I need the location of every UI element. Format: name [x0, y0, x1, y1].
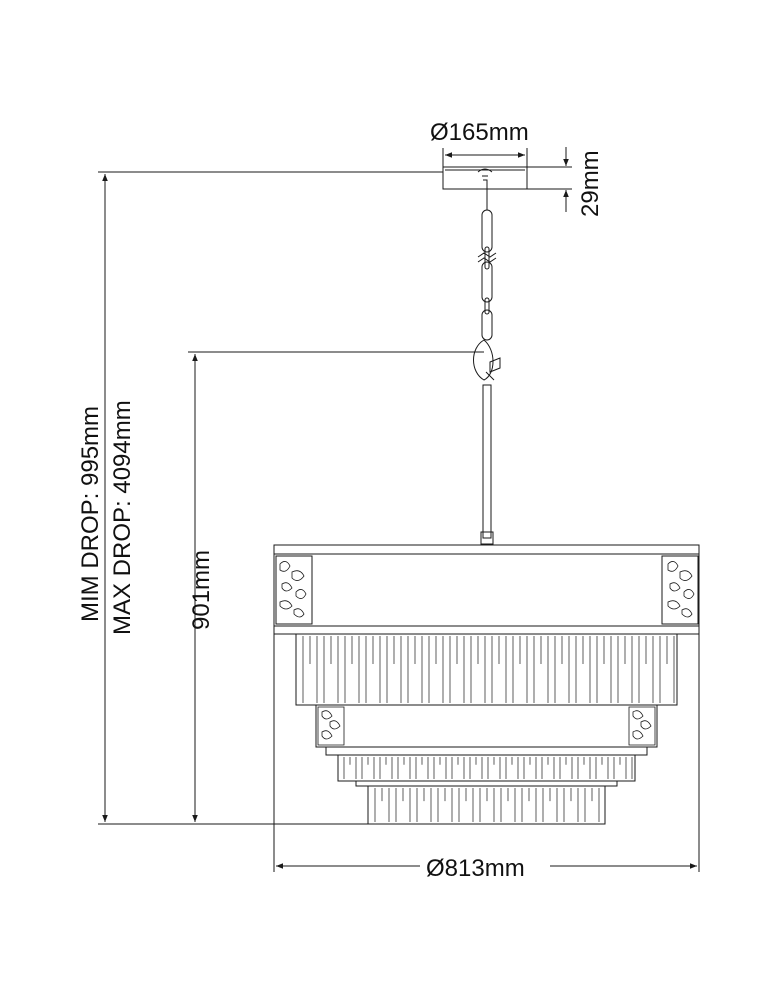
body-diameter-label-bg	[420, 850, 550, 880]
tier-2-shade	[315, 704, 658, 748]
body-height-dimension: 901mm	[188, 351, 484, 822]
tier-2-drum	[315, 704, 658, 756]
chain-link-4	[484, 297, 490, 315]
tier-3-top-band	[355, 780, 618, 787]
tier-2-fringe	[337, 754, 636, 787]
body-diameter-dimension: Ø813mm	[273, 634, 700, 882]
tier-1-crystal-left-texture	[279, 561, 307, 618]
tier-2-fringe-outline	[337, 754, 636, 782]
tier-1-bottom-band	[273, 625, 700, 635]
down-rod-body	[482, 384, 492, 539]
drop-dimension: MIM DROP: 995mm MAX DROP: 4094mm	[77, 171, 443, 825]
tier-1-drum	[273, 544, 700, 635]
tier-2-crystal-right	[628, 706, 656, 746]
chain-link-1	[481, 209, 493, 253]
canopy-hook-icon	[477, 168, 493, 192]
max-drop-label: MAX DROP: 4094mm	[109, 400, 136, 635]
tier-2-fringe-bars	[343, 757, 633, 779]
body-height-label: 901mm	[188, 550, 215, 630]
chain-link-3	[481, 261, 493, 303]
canopy-diameter-dimension: Ø165mm	[430, 119, 529, 167]
down-rod	[480, 384, 494, 545]
tier-1-fringe-outline	[295, 633, 678, 706]
tier-1-top-band	[273, 544, 700, 555]
hook-clasp-icon	[473, 339, 494, 381]
tier-3-fringe-bars	[374, 788, 600, 822]
tier-1-crystal-right	[661, 555, 699, 625]
tier-1-crystal-right-texture	[667, 561, 695, 618]
canopy-height-dimension: 29mm	[527, 147, 604, 217]
chain-link-2	[484, 246, 490, 270]
down-rod-collar	[480, 531, 494, 545]
canopy	[442, 166, 528, 192]
hook-swivel	[485, 357, 501, 381]
tier-3-fringe-outline	[367, 785, 606, 825]
tier-1-crystal-left	[275, 555, 313, 625]
hook	[473, 339, 501, 381]
body-diameter-label: Ø813mm	[426, 855, 525, 882]
tier-2-bottom-band	[325, 746, 648, 756]
tier-1-fringe	[295, 633, 678, 706]
canopy-diameter-label: Ø165mm	[430, 119, 529, 146]
tier-1-shade	[273, 553, 700, 627]
chain	[477, 189, 497, 341]
min-drop-label: MIM DROP: 995mm	[77, 406, 104, 622]
chain-link-5	[481, 309, 493, 341]
tier-3-fringe	[367, 785, 606, 825]
tier-1-fringe-bars	[302, 636, 675, 703]
canopy-height-label: 29mm	[577, 150, 604, 217]
canopy-plate	[442, 166, 528, 190]
chain-break-mark	[477, 252, 497, 263]
tier-2-crystal-left	[317, 706, 345, 746]
